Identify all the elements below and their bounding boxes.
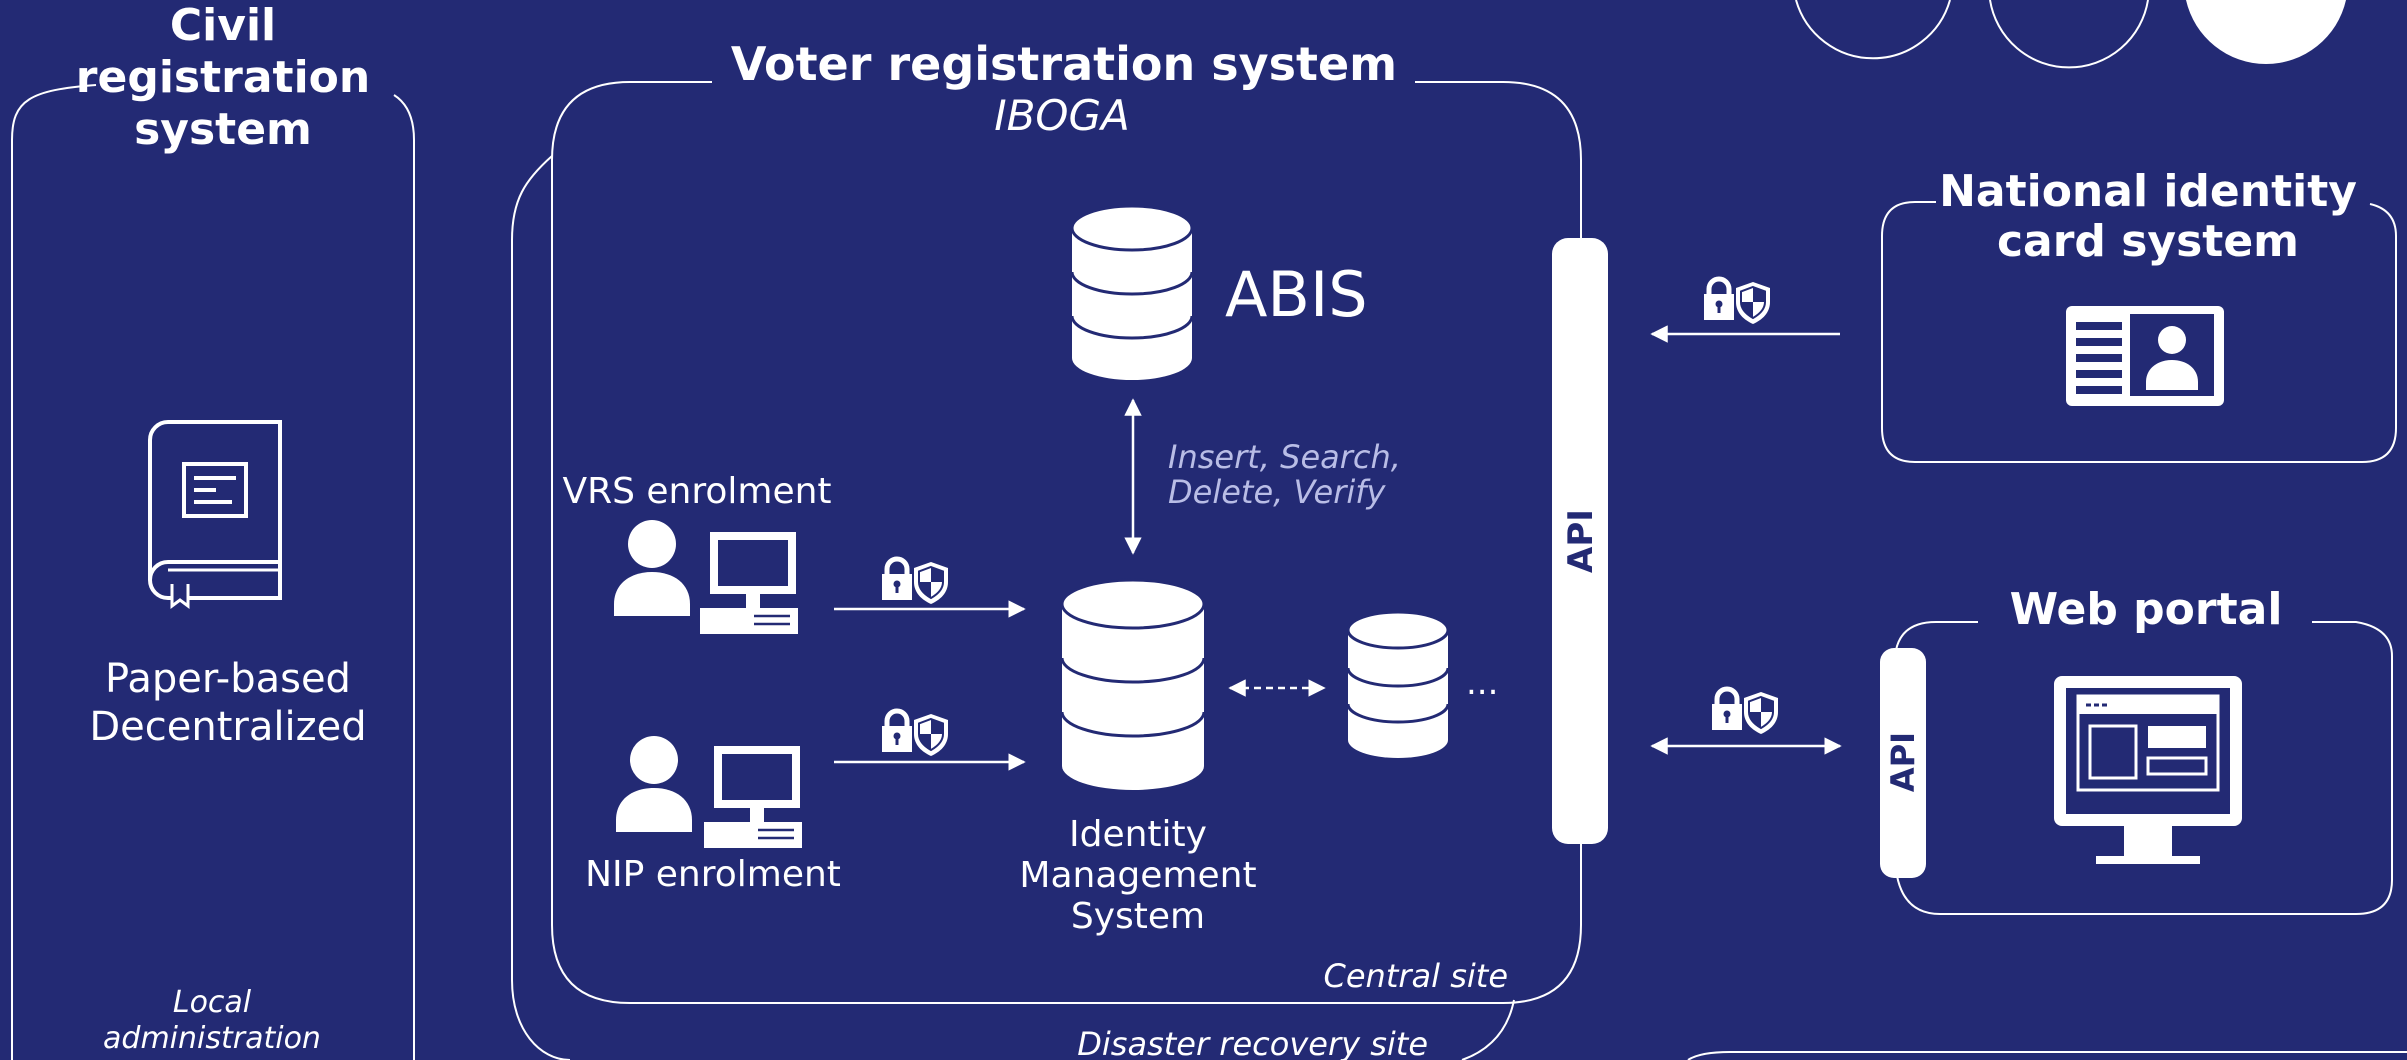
vrs-computer-icon [698,530,800,636]
disaster-recovery-frame [511,155,1515,1060]
web-portal-panel: Web portal API [1650,584,2393,915]
ims-line-1: Identity [1069,814,1207,855]
nid-title-line-2: card system [1997,216,2299,267]
abis-label: ABIS [1225,258,1368,331]
vrs-api-label: API [1561,509,1601,573]
civil-desc-line-2: Decentralized [89,704,366,750]
nip-lock-shield-icon [882,711,948,756]
web-lock-shield-icon [1712,689,1778,734]
bottom-right-panel-edge [1687,1051,2407,1060]
civil-footer-line-1: Local [173,985,252,1020]
ims-database-icon [1060,578,1206,790]
national-id-panel: National identity card system [1650,166,2397,463]
civil-footer-line-2: administration [103,1021,321,1056]
top-right-circles [1795,0,2346,69]
vrs-subtitle: IBOGA [994,91,1130,140]
book-icon [148,420,282,609]
civil-desc-line-1: Paper-based [105,656,351,702]
id-card-icon [2066,306,2224,406]
monitor-icon [2054,676,2242,864]
replica-database-icon [1346,610,1450,758]
web-api-bar [1880,648,1926,878]
vrs-operator-icon [614,520,690,616]
ims-line-3: System [1071,896,1205,937]
replica-ellipsis: ... [1466,663,1498,703]
vrs-title: Voter registration system [731,37,1397,91]
vrs-enrolment-label: VRS enrolment [562,471,831,512]
abis-database-icon [1070,204,1194,380]
central-site-frame [551,81,1582,1004]
vrs-api-bar [1552,238,1608,844]
ims-line-2: Management [1019,855,1256,896]
vrs-lock-shield-icon [882,559,948,604]
disaster-recovery-label: Disaster recovery site [1077,1025,1428,1060]
nid-title-line-1: National identity [1939,166,2357,217]
nip-computer-icon [702,744,804,850]
nip-enrolment-label: NIP enrolment [585,854,841,895]
web-api-label: API [1884,732,1922,792]
nip-operator-icon [616,736,692,832]
voter-registration-panel: Voter registration system IBOGA ABIS Ins… [511,37,1608,1060]
ops-line-2: Delete, Verify [1168,473,1387,511]
civil-registration-panel: Civil registration system Paper-based De… [11,0,415,1060]
civil-title-line-1: Civil [170,0,276,51]
civil-title-line-2: registration [76,52,370,103]
civil-title-line-3: system [134,104,312,155]
web-portal-title: Web portal [2010,584,2283,635]
ops-line-1: Insert, Search, [1168,438,1401,476]
central-site-label: Central site [1324,957,1508,995]
nid-lock-shield-icon [1704,279,1770,324]
